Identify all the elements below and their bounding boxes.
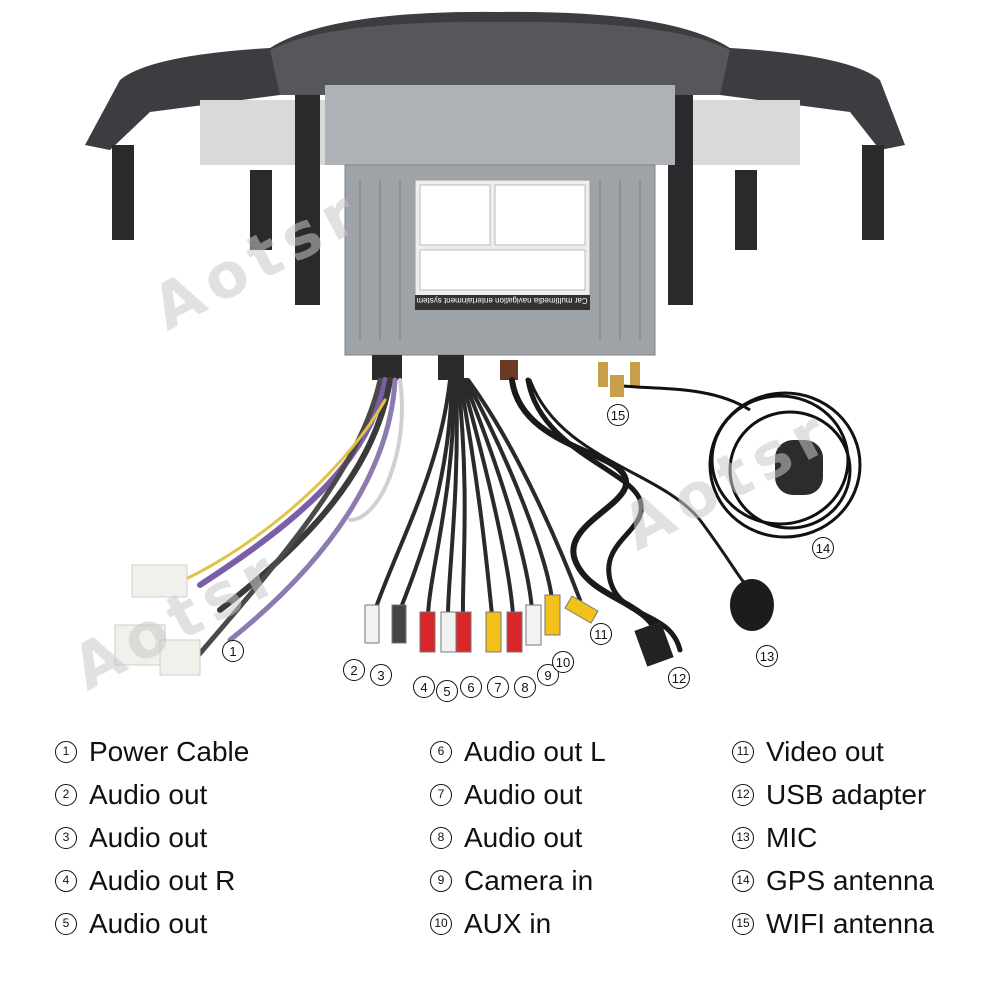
rca-bundle [373, 378, 582, 617]
callout-12: 12 [668, 667, 690, 689]
callout-15: 15 [607, 404, 629, 426]
callout-10: 10 [552, 651, 574, 673]
gps-antenna [775, 440, 823, 495]
callout-5: 5 [436, 680, 458, 702]
mounting-clips [112, 95, 884, 305]
product-illustration: Car multimedia navigation entertainment … [85, 11, 905, 676]
usb-mic-cable [509, 377, 752, 653]
head-unit-top [325, 85, 675, 165]
power-plugs [114, 564, 201, 676]
callout-7: 7 [487, 676, 509, 698]
callout-1: 1 [222, 640, 244, 662]
callout-8: 8 [514, 676, 536, 698]
callout-6: 6 [460, 676, 482, 698]
callout-3: 3 [370, 664, 392, 686]
callout-2: 2 [343, 659, 365, 681]
callout-9: 9 [537, 664, 559, 686]
callout-11: 11 [590, 623, 612, 645]
gps-cable [609, 383, 862, 539]
callout-13: 13 [756, 645, 778, 667]
wifi-connector [610, 375, 624, 397]
power-cable-harness [158, 377, 404, 668]
rca-plugs [364, 594, 599, 653]
usb-plug [634, 621, 674, 667]
callout-14: 14 [812, 537, 834, 559]
product-photo: Car multimedia navigation entertainment … [60, 11, 905, 704]
callout-4: 4 [413, 676, 435, 698]
mic [730, 579, 774, 631]
spec-label-title: Car multimedia navigation entertainment … [416, 296, 588, 305]
